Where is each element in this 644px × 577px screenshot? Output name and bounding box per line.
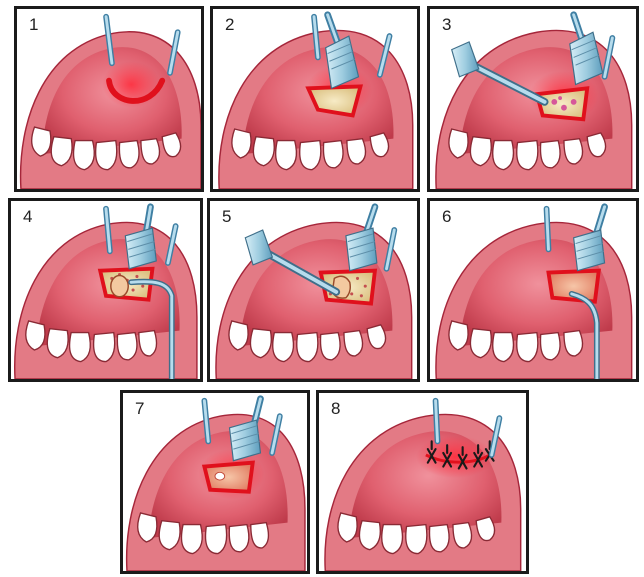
- step-number: 8: [331, 399, 340, 419]
- step-number: 5: [222, 207, 231, 227]
- step-6-illustration: [430, 201, 636, 379]
- panel-step-7: 7: [120, 390, 310, 574]
- step-8-illustration: [319, 393, 526, 571]
- step-4-illustration: [11, 201, 200, 379]
- step-2-illustration: [213, 9, 417, 189]
- impacted-tooth: [111, 275, 128, 296]
- step-3-illustration: [430, 9, 636, 189]
- step-number: 2: [225, 15, 234, 35]
- step-5-illustration: [210, 201, 417, 379]
- panel-step-4: 4: [8, 198, 203, 382]
- panel-step-3: 3: [427, 6, 639, 192]
- step-7-illustration: [123, 393, 307, 571]
- panel-step-6: 6: [427, 198, 639, 382]
- healing-socket: [204, 463, 252, 492]
- step-number: 4: [23, 207, 32, 227]
- elevator-instrument: [230, 399, 261, 461]
- step-1-illustration: [17, 9, 201, 189]
- step-number: 3: [442, 15, 451, 35]
- elevator-instrument: [570, 15, 603, 85]
- panel-step-2: 2: [210, 6, 420, 192]
- elevator-instrument: [125, 207, 156, 269]
- step-number: 6: [442, 207, 451, 227]
- panel-step-5: 5: [207, 198, 420, 382]
- elevator-instrument: [574, 207, 605, 271]
- socket-highlight: [215, 472, 225, 480]
- elevator-instrument: [346, 207, 377, 271]
- step-number: 7: [135, 399, 144, 419]
- step-number: 1: [29, 15, 38, 35]
- panel-step-8: 8: [316, 390, 529, 574]
- panel-step-1: 1: [14, 6, 204, 192]
